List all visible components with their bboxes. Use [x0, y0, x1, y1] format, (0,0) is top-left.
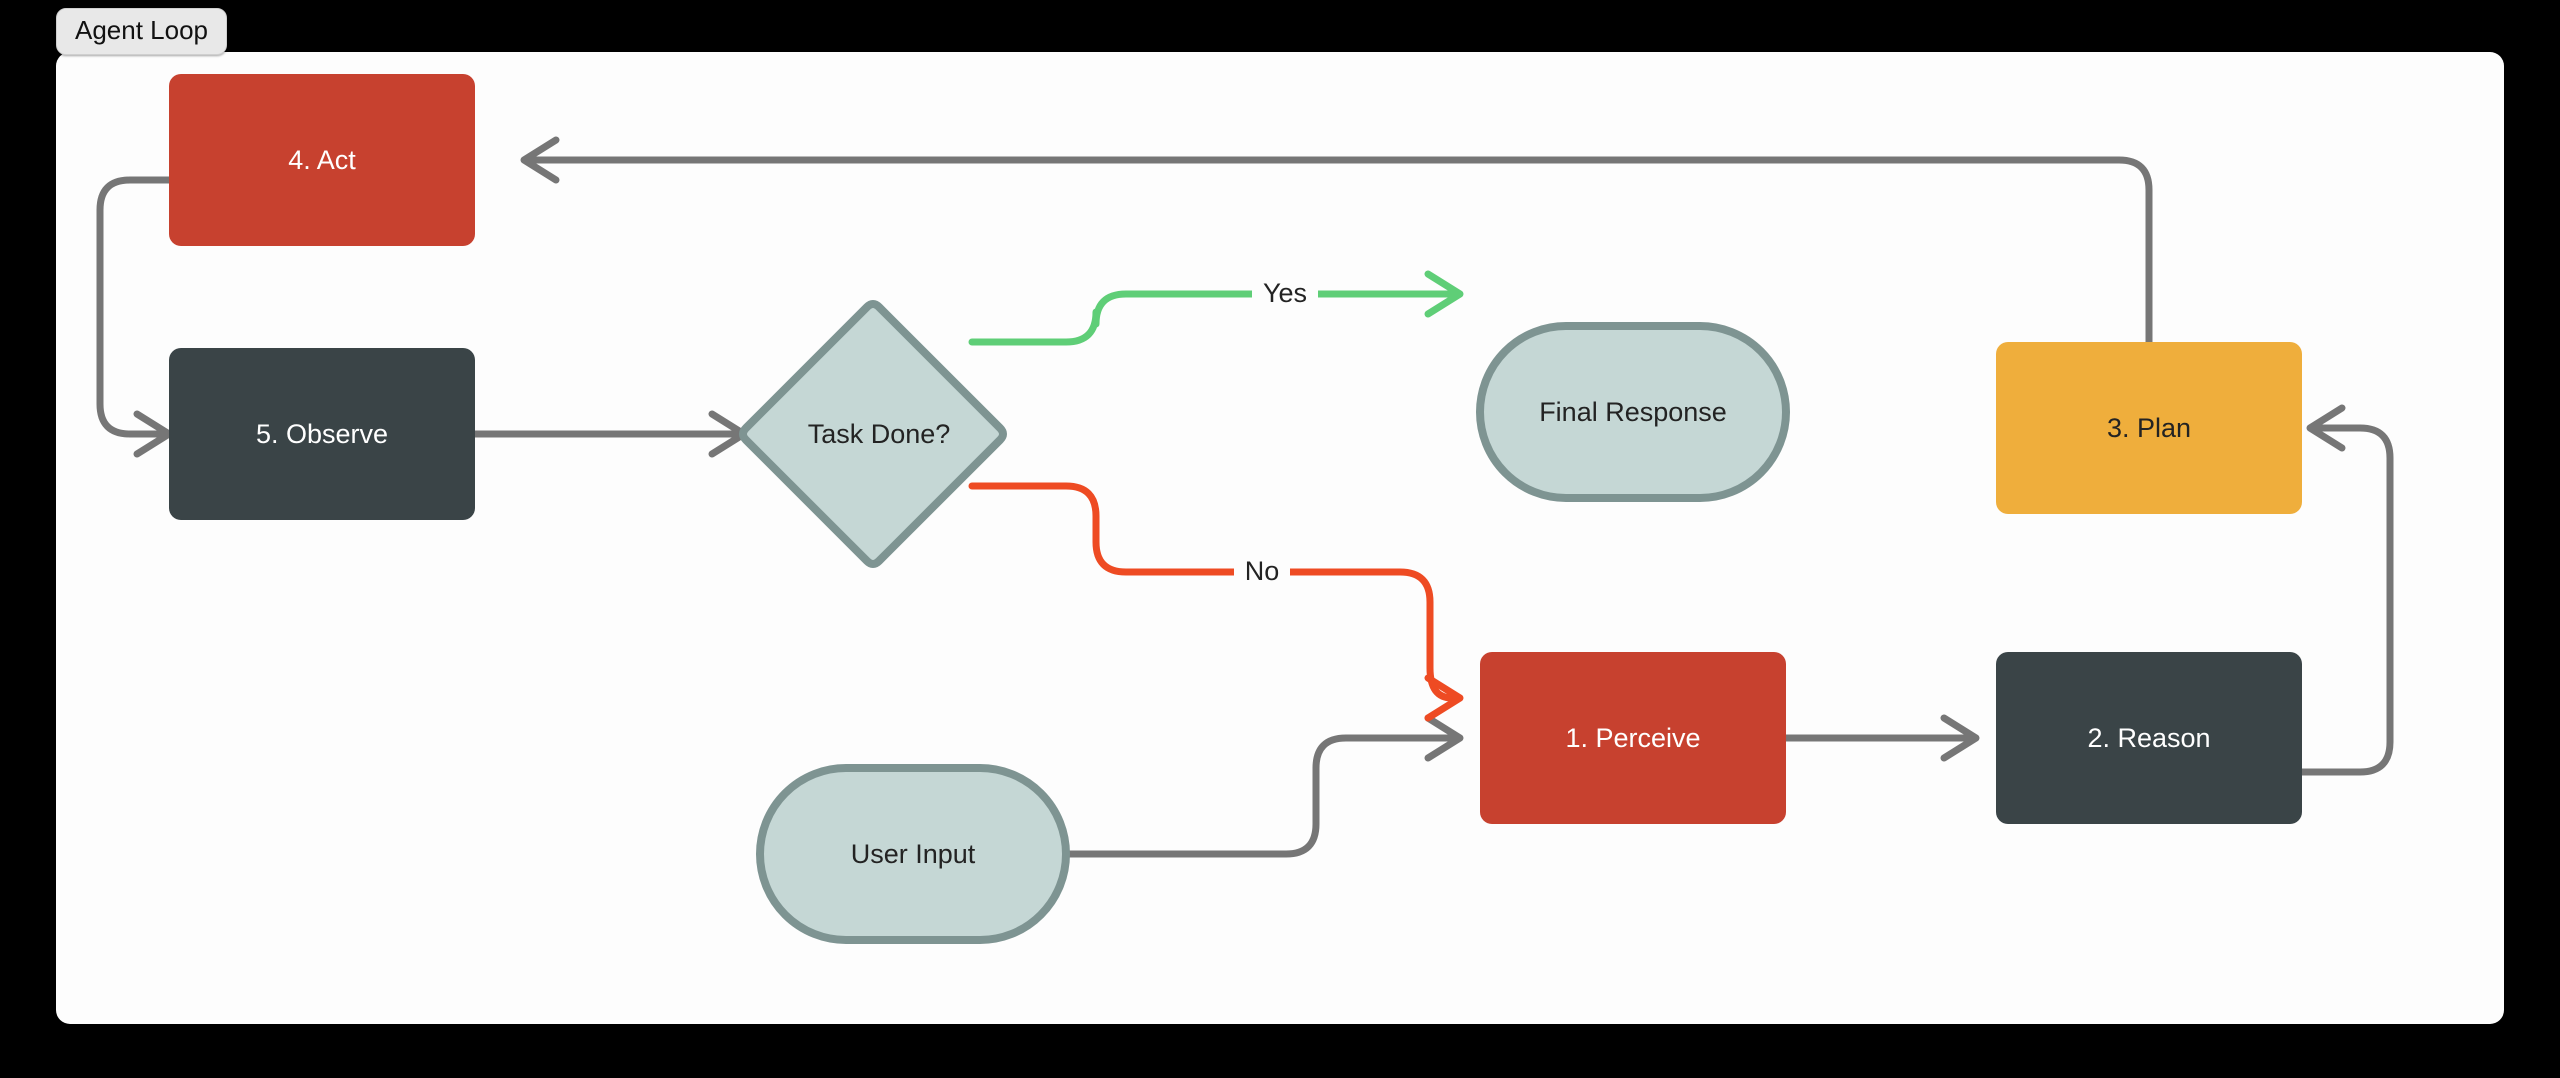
edge-label-no: No	[1245, 556, 1280, 586]
edge-plan-to-act	[520, 136, 2153, 346]
edge-task-done-to-perceive	[968, 482, 1464, 722]
edge-path	[2298, 424, 2394, 776]
tab-bar: Agent Loop	[56, 8, 228, 56]
edge-user-input-to-perceive	[1062, 714, 1464, 858]
node-shape	[169, 348, 475, 520]
edge-reason-to-plan	[2298, 404, 2394, 776]
node-shape	[1996, 342, 2302, 514]
edge-label-yes-bg	[1252, 268, 1318, 318]
edge-act-to-observe	[96, 176, 173, 458]
edge-perceive-to-reason	[1782, 714, 1980, 762]
edge-path	[96, 176, 173, 438]
node-label-reason: 2. Reason	[2087, 723, 2210, 753]
edge-layer	[96, 136, 2394, 858]
edge-path	[1062, 734, 1456, 858]
node-shape	[1480, 652, 1786, 824]
node-plan[interactable]: 3. Plan	[1996, 342, 2302, 514]
arrowhead-icon	[1424, 674, 1464, 722]
node-shape	[1996, 652, 2302, 824]
edge-label-layer: Yes No	[1234, 268, 1318, 596]
node-label-final-response: Final Response	[1539, 397, 1727, 427]
node-layer: 4. Act 5. Observe Task Done? Final Respo…	[169, 74, 2302, 944]
node-act[interactable]: 4. Act	[169, 74, 475, 246]
node-shape	[169, 74, 475, 246]
edge-path	[968, 290, 1456, 346]
node-shape	[756, 764, 1070, 944]
node-shape	[739, 300, 1007, 568]
node-observe[interactable]: 5. Observe	[169, 348, 475, 520]
tab-agent-loop[interactable]: Agent Loop	[56, 8, 228, 56]
edge-task-done-to-final-response	[968, 270, 1464, 346]
arrowhead-icon	[520, 136, 560, 184]
edge-label-no-bg	[1234, 546, 1290, 596]
node-final-response[interactable]: Final Response	[1476, 322, 1790, 502]
flowchart-svg: Yes No 4. Act 5. Observe	[96, 74, 2394, 944]
diagram-canvas[interactable]: Yes No 4. Act 5. Observe	[56, 52, 2504, 1024]
node-shape	[1476, 322, 1790, 502]
arrowhead-icon	[1424, 270, 1464, 318]
node-label-task-done: Task Done?	[808, 419, 951, 449]
node-label-user-input: User Input	[851, 839, 976, 869]
node-label-plan: 3. Plan	[2107, 413, 2191, 443]
node-label-observe: 5. Observe	[256, 419, 388, 449]
node-label-act: 4. Act	[288, 145, 356, 175]
node-task-done[interactable]: Task Done?	[739, 300, 1007, 568]
arrowhead-icon	[2306, 404, 2346, 452]
node-label-perceive: 1. Perceive	[1565, 723, 1700, 753]
node-user-input[interactable]: User Input	[756, 764, 1070, 944]
node-reason[interactable]: 2. Reason	[1996, 652, 2302, 824]
node-perceive[interactable]: 1. Perceive	[1480, 652, 1786, 824]
edge-path	[968, 482, 1456, 702]
edge-observe-to-task-done	[471, 410, 748, 458]
arrowhead-icon	[1940, 714, 1980, 762]
edge-path	[528, 156, 2153, 346]
arrowhead-icon	[1424, 714, 1464, 762]
edge-label-yes: Yes	[1263, 278, 1307, 308]
